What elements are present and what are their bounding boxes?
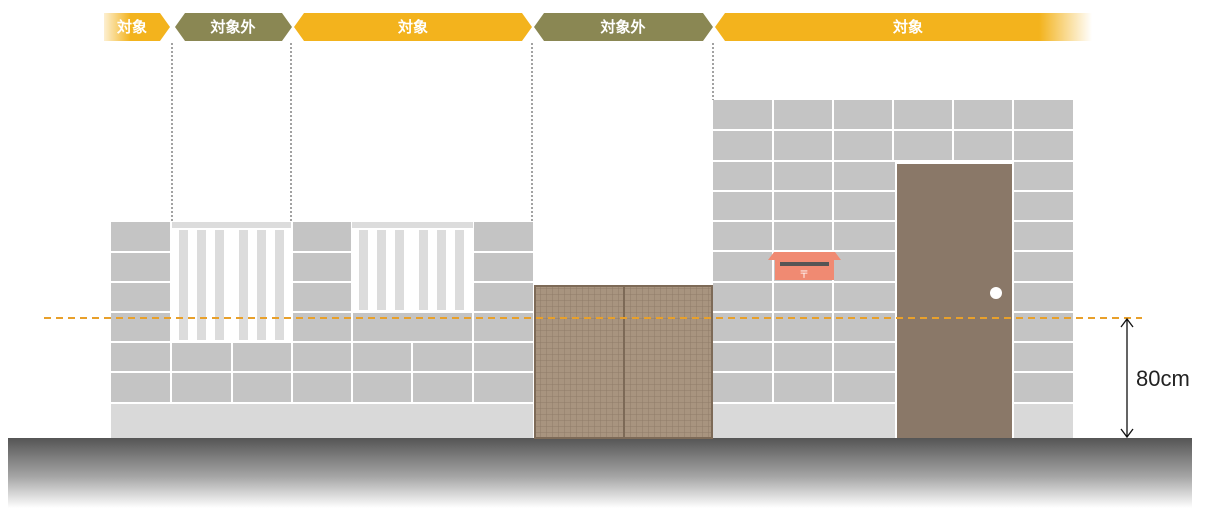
category-banner: 対象 対象外 対象 対象外 対象 bbox=[104, 13, 1092, 41]
banner-segment-target-3 bbox=[715, 13, 1092, 41]
mailbox: 〒 bbox=[768, 252, 841, 281]
banner-label-target-2: 対象 bbox=[397, 18, 428, 36]
railing-right bbox=[352, 222, 473, 312]
tall-block-wall bbox=[713, 100, 1073, 438]
banner-segment-excluded-1 bbox=[175, 13, 292, 41]
boundary-lines bbox=[171, 43, 714, 222]
door bbox=[895, 162, 1014, 438]
door-knob bbox=[990, 287, 1002, 299]
wall-base bbox=[111, 404, 533, 438]
banner-label-target-1: 対象 bbox=[116, 18, 147, 36]
banner-segment-target-1 bbox=[104, 13, 170, 41]
banner-label-excluded-1: 対象外 bbox=[209, 18, 255, 36]
height-label: 80cm bbox=[1136, 366, 1190, 391]
ground bbox=[8, 438, 1192, 508]
banner-segment-excluded-2 bbox=[534, 13, 713, 41]
railing-left bbox=[172, 222, 291, 342]
banner-label-target-3: 対象 bbox=[892, 18, 923, 36]
mesh-gate bbox=[534, 285, 713, 439]
banner-label-excluded-2: 対象外 bbox=[599, 18, 645, 36]
height-measurement bbox=[1120, 317, 1134, 439]
banner-segment-target-2 bbox=[294, 13, 532, 41]
postal-mark-icon: 〒 bbox=[799, 270, 809, 281]
tall-wall-base bbox=[713, 404, 1073, 438]
